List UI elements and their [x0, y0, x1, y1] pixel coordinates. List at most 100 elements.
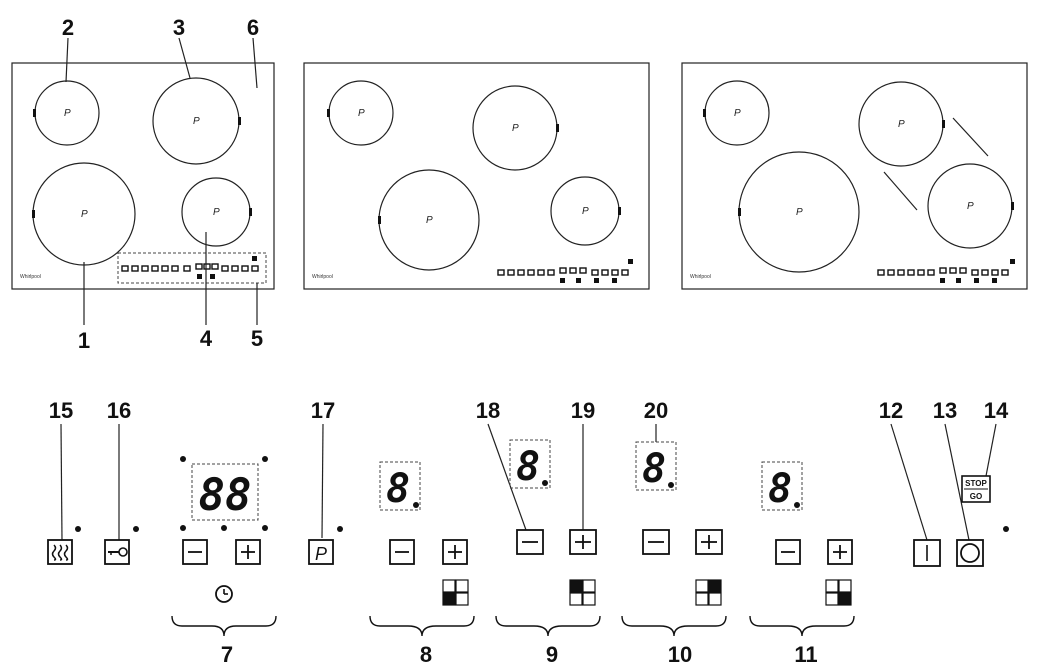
- zone-label: P: [64, 108, 71, 119]
- callout-17: 17: [311, 398, 335, 423]
- callout-11: 11: [794, 642, 817, 667]
- cooking-zone: P: [927, 163, 1014, 249]
- zone-label: P: [734, 108, 741, 119]
- go-label: GO: [970, 492, 982, 501]
- stop-label: STOP: [965, 479, 987, 488]
- zone-digit: 8: [768, 466, 792, 512]
- zone-indicator-icon: [695, 579, 722, 606]
- zone-plus-button[interactable]: [827, 539, 853, 565]
- zone-label: P: [512, 123, 519, 134]
- callout-3: 3: [173, 15, 185, 40]
- brand-logo: Whirlpool: [690, 274, 711, 280]
- cooking-zone: P: [378, 169, 480, 271]
- zone-label: P: [898, 119, 905, 130]
- zone-label: P: [796, 207, 803, 218]
- cooking-zone: P: [472, 85, 559, 171]
- mini-control-strip: [121, 256, 259, 279]
- callout-13: 13: [933, 398, 957, 423]
- callout-15: 15: [49, 398, 73, 423]
- indicator-light: [337, 526, 343, 532]
- control-panel-outline: [117, 252, 267, 284]
- cooking-zone: P: [550, 176, 621, 246]
- zone-digit: 8: [386, 466, 410, 512]
- lock-button[interactable]: [104, 539, 130, 565]
- zone-label: P: [582, 206, 589, 217]
- warm-button[interactable]: [47, 539, 73, 565]
- zone-label: P: [193, 116, 200, 127]
- cooking-zone: P: [703, 80, 770, 146]
- zone-label: P: [81, 209, 88, 220]
- cooking-zone: P: [738, 151, 860, 273]
- callout-1: 1: [78, 328, 90, 353]
- plus-icon: [575, 535, 591, 549]
- cooktop-1: P P P P Whirlpool: [11, 15, 275, 353]
- timer-minus-button[interactable]: [182, 539, 208, 565]
- mini-control-strip: [877, 259, 1015, 283]
- callout-14: 14: [984, 398, 1009, 423]
- cooktop-3: P P P P Whirlpool: [681, 62, 1028, 290]
- zone-minus-button[interactable]: [389, 539, 415, 565]
- callout-4: 4: [200, 326, 213, 351]
- cooktop-2: P P P P Whirlpool: [303, 62, 650, 290]
- indicator-light: [133, 526, 139, 532]
- callout-2: 2: [62, 15, 74, 40]
- on-off-button[interactable]: [913, 539, 941, 567]
- zone-control-11: 8: [761, 461, 853, 606]
- callout-6: 6: [247, 15, 259, 40]
- zone-indicator-icon: [569, 579, 596, 606]
- cooking-zone-3: P: [152, 77, 241, 165]
- zone-plus-button[interactable]: [442, 539, 468, 565]
- circle-icon: [960, 543, 980, 563]
- callout-5: 5: [251, 326, 263, 351]
- power-icon: P: [315, 544, 327, 564]
- cooking-zone-1: P: [32, 162, 136, 266]
- callout-10: 10: [668, 642, 692, 667]
- zone-control-9: 8: [509, 439, 597, 606]
- bridge-line: [952, 117, 989, 157]
- zone-indicator-icon: [442, 579, 469, 606]
- group-braces: [171, 615, 855, 637]
- heat-waves-icon: [51, 544, 69, 561]
- zone-digit: 8: [516, 444, 540, 490]
- callout-7: 7: [221, 642, 233, 667]
- cooking-zone: P: [858, 81, 945, 167]
- timer-digits: 88: [199, 470, 252, 521]
- callout-19: 19: [571, 398, 595, 423]
- zone-minus-button[interactable]: [642, 529, 670, 555]
- brand-logo: Whirlpool: [20, 274, 41, 280]
- callout-18: 18: [476, 398, 500, 423]
- timer-display: 88: [180, 456, 268, 531]
- zone-minus-button[interactable]: [516, 529, 544, 555]
- cooking-zone: P: [327, 80, 394, 146]
- zone-label: P: [213, 207, 220, 218]
- power-button[interactable]: P: [308, 539, 334, 565]
- plus-icon: [241, 545, 255, 559]
- cooking-zone-4: P: [181, 177, 252, 247]
- key-icon: [108, 547, 128, 557]
- zone-minus-button[interactable]: [775, 539, 801, 565]
- callout-8: 8: [420, 642, 432, 667]
- plus-icon: [833, 545, 847, 559]
- callout-16: 16: [107, 398, 131, 423]
- plus-icon: [448, 545, 462, 559]
- callout-20: 20: [644, 398, 668, 423]
- timer-plus-button[interactable]: [235, 539, 261, 565]
- zone-digit: 8: [642, 446, 666, 492]
- zone-label: P: [426, 215, 433, 226]
- stop-go-indicator: STOP GO: [961, 475, 991, 503]
- mini-control-strip: [497, 259, 633, 283]
- zone-control-8: 8: [379, 461, 469, 606]
- circle-button[interactable]: [956, 539, 984, 567]
- zone-plus-button[interactable]: [695, 529, 723, 555]
- brand-logo: Whirlpool: [312, 274, 333, 280]
- bridge-line: [883, 171, 918, 211]
- zone-plus-button[interactable]: [569, 529, 597, 555]
- zone-indicator-icon: [825, 579, 852, 606]
- clock-icon: [215, 585, 233, 603]
- callout-12: 12: [879, 398, 903, 423]
- zone-label: P: [967, 201, 974, 212]
- cooking-zone-2: P: [33, 80, 100, 146]
- zone-label: P: [358, 108, 365, 119]
- indicator-light: [75, 526, 81, 532]
